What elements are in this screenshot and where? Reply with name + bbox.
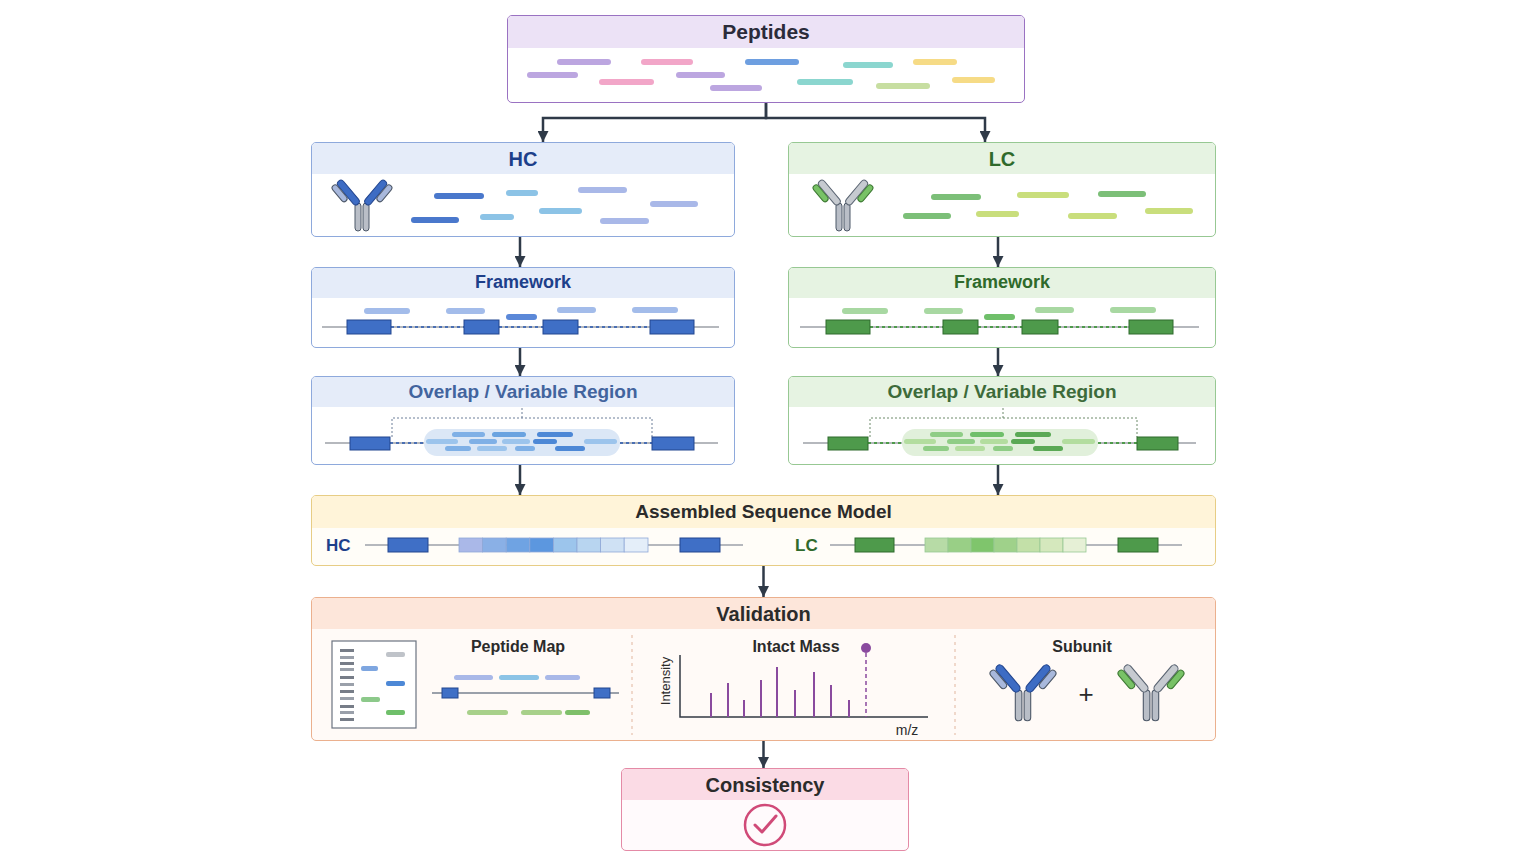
box-title: LC <box>789 143 1215 174</box>
box-title: HC <box>312 143 734 174</box>
flow-arrow <box>543 103 766 142</box>
box-title: Peptides <box>508 16 1024 48</box>
process-box: Overlap / Variable Region <box>311 376 735 465</box>
flow-arrow <box>762 741 765 768</box>
axis-label: m/z <box>887 719 927 741</box>
process-box: Framework <box>311 267 735 348</box>
process-box: Consistency <box>621 768 909 851</box>
flow-arrow <box>519 465 522 495</box>
flow-arrow <box>997 465 1000 495</box>
box-label: HC <box>326 534 366 558</box>
box-label: Peptide Map <box>418 636 618 658</box>
box-label: Subunit <box>982 636 1182 658</box>
flow-arrow <box>762 566 765 597</box>
box-title: Validation <box>312 598 1215 629</box>
validation-panel: ValidationPeptide Map Intact Mass Subunit <box>311 597 1216 741</box>
plus-sign: + <box>1071 679 1101 709</box>
flow-arrow <box>997 237 1000 267</box>
box-title: Consistency <box>622 769 908 800</box>
flow-arrow <box>519 348 522 376</box>
box-title: Framework <box>312 268 734 298</box>
box-title: Framework <box>789 268 1215 298</box>
process-box: Assembled Sequence ModelHC LC <box>311 495 1216 566</box>
box-title: Overlap / Variable Region <box>789 377 1215 407</box>
process-box: HC <box>311 142 735 237</box>
box-title: Assembled Sequence Model <box>312 496 1215 528</box>
axis-label: Intensity <box>654 631 676 731</box>
box-title: Overlap / Variable Region <box>312 377 734 407</box>
process-box: Peptides <box>507 15 1025 103</box>
process-box: Overlap / Variable Region <box>788 376 1216 465</box>
process-box: Framework <box>788 267 1216 348</box>
flow-arrow <box>997 348 1000 376</box>
flow-arrow <box>766 103 985 142</box>
flow-arrow <box>519 237 522 267</box>
box-label: Intact Mass <box>696 636 896 658</box>
process-box: LC <box>788 142 1216 237</box>
box-label: LC <box>795 534 835 558</box>
